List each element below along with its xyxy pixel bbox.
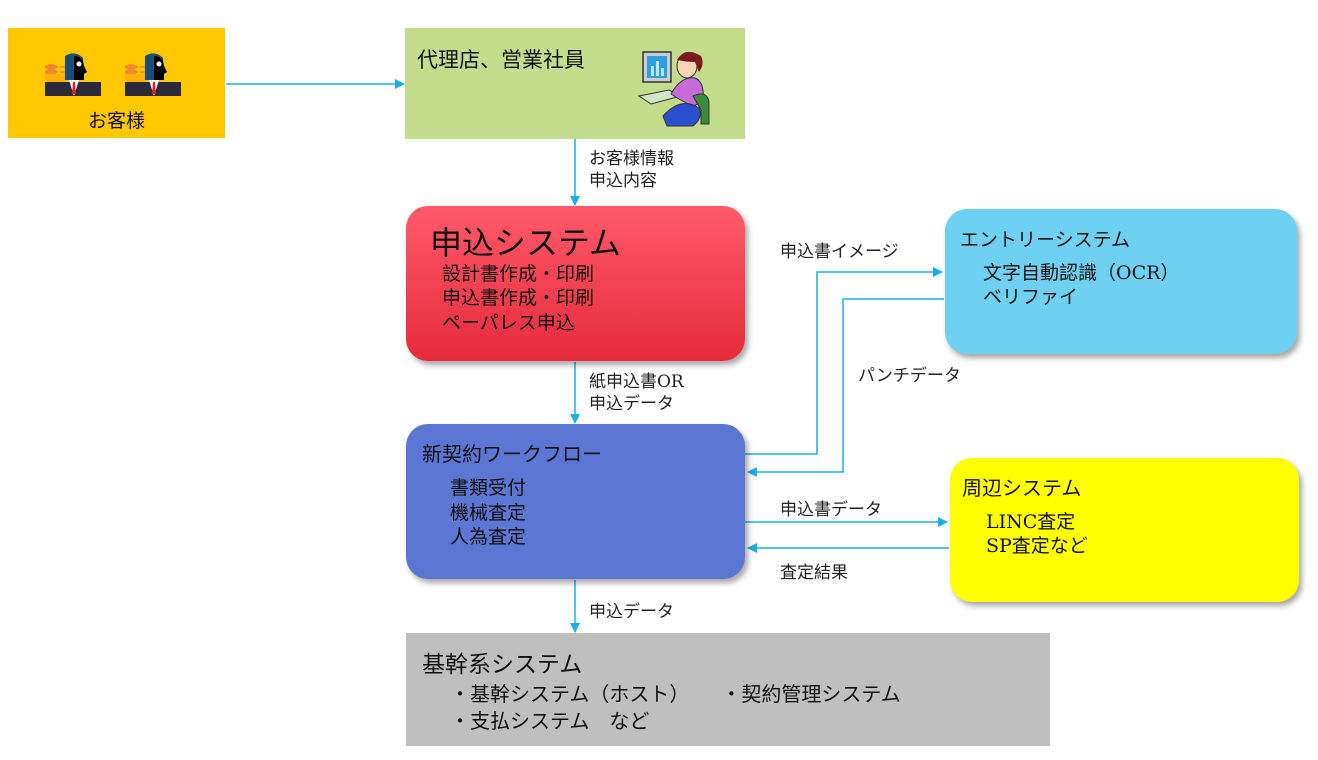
edge-label-line: 申込内容 [589,171,657,192]
entry-system-item: 文字自動認識（OCR） [983,262,1180,284]
customer-label: お客様 [87,110,145,132]
edge-label-line: お客様情報 [589,149,674,169]
apply-system-node: 申込システム 設計書作成・印刷 申込書作成・印刷 ペーパレス申込 [406,206,745,361]
workflow-node: 新契約ワークフロー 書類受付 機械査定 人為査定 [406,424,745,579]
apply-system-items: 設計書作成・印刷 申込書作成・印刷 ペーパレス申込 [442,262,594,335]
entry-system-items: 文字自動認識（OCR） ベリファイ [983,261,1179,310]
core-system-title: 基幹系システム [422,652,583,678]
workflow-title: 新契約ワークフロー [422,442,602,466]
apply-system-item: ペーパレス申込 [442,311,575,334]
apply-system-item: 設計書作成・印刷 [442,263,595,285]
peripheral-system-node: 周辺システム LINC査定 SP査定など [950,458,1299,602]
core-system-node: 基幹系システム ・基幹システム（ホスト） ・契約管理システム ・支払システム な… [406,633,1050,746]
workflow-items: 書類受付 機械査定 人為査定 [450,476,526,550]
edge-label-workflow-to-peripheral: 申込書データ [780,500,882,520]
edge-label-line: 紙申込書OR [589,372,684,392]
core-system-item: ・契約管理システム [721,682,901,706]
businessman-icon [45,53,101,96]
edge-label-entry-to-workflow: パンチデータ [858,366,961,386]
peripheral-system-items: LINC査定 SP査定など [986,510,1088,559]
customer-node: お客様 [8,28,225,138]
workflow-item: 機械査定 [450,501,527,524]
core-system-item: ・基幹システム（ホスト） [450,682,690,706]
entry-system-node: エントリーシステム 文字自動認識（OCR） ベリファイ [945,209,1297,354]
edge-label-workflow-to-entry: 申込書イメージ [780,242,899,262]
entry-system-item: ベリファイ [983,286,1079,309]
edge-label-line: 申込データ [589,394,674,415]
workflow-item: 人為査定 [450,526,527,549]
edge-label-peripheral-to-workflow: 査定結果 [780,563,848,583]
entry-system-title: エントリーシステム [960,229,1131,251]
computer-user-icon [637,51,710,127]
workflow-item: 書類受付 [450,477,527,499]
edge-label-agent-to-apply: お客様情報 申込内容 [589,148,674,192]
edge-label-apply-to-workflow: 紙申込書OR 申込データ [589,371,684,415]
businessman-icon [125,53,181,96]
core-system-items: ・基幹システム（ホスト） ・契約管理システム ・支払システム など [450,681,901,735]
edge-workflow-to-entry [745,267,943,455]
peripheral-system-item: SP査定など [986,535,1088,558]
agent-node: 代理店、営業社員 [405,28,745,139]
peripheral-system-item: LINC査定 [986,511,1076,533]
peripheral-system-title: 周辺システム [962,476,1082,500]
core-system-item: ・支払システム など [450,709,650,733]
apply-system-item: 申込書作成・印刷 [442,287,595,310]
apply-system-title: 申込システム [430,224,622,262]
agent-label: 代理店、営業社員 [417,48,585,72]
edge-label-workflow-to-core: 申込データ [589,602,674,622]
